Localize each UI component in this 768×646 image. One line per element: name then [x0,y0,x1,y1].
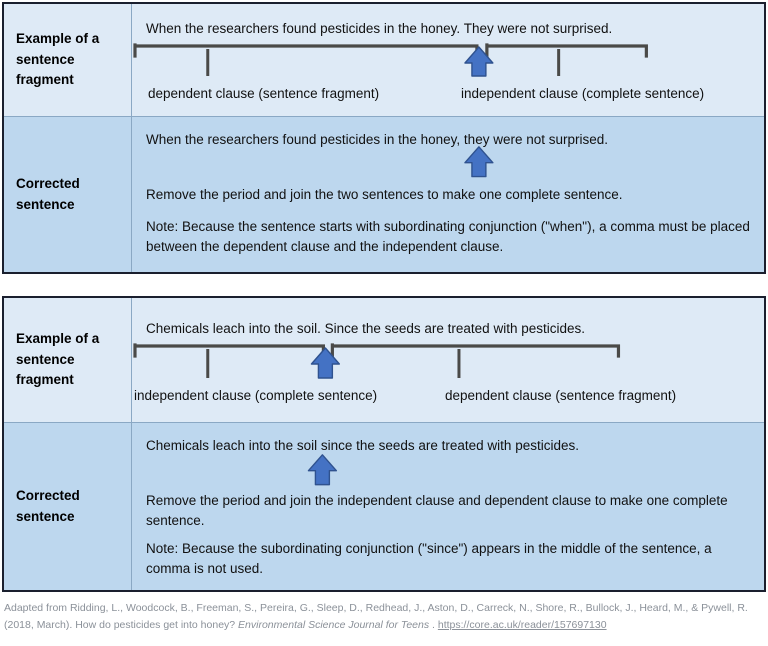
corrected-sentence-2: Chemicals leach into the soil since the … [146,438,579,453]
fragment-sentence-1: When the researchers found pesticides in… [146,21,613,36]
table-row-fragment-1: Example of a sentence fragment When the … [4,4,764,116]
clause-label-independent-1: independent clause (complete sentence) [461,86,705,101]
corrected-instruction-1: Remove the period and join the two sente… [146,187,623,202]
corrected-sentence-1: When the researchers found pesticides in… [146,132,609,147]
citation-authors: Adapted from Ridding, L., Woodcock, B., … [4,602,748,614]
row-label-fragment-1: Example of a sentence fragment [4,4,132,116]
fragment-example-table-1: Example of a sentence fragment When the … [2,2,766,274]
row-body-corrected-2: Chemicals leach into the soil since the … [132,423,764,590]
row-body-fragment-2: Chemicals leach into the soil. Since the… [132,298,764,422]
row-label-corrected-1: Corrected sentence [4,117,132,272]
corrected-note-2: Note: Because the subordinating conjunct… [146,541,712,577]
table-row-corrected-2: Corrected sentence Chemicals leach into … [4,422,764,590]
fragment-example-table-2: Example of a sentence fragment Chemicals… [2,296,766,592]
table-row-fragment-2: Example of a sentence fragment Chemicals… [4,298,764,422]
citation-link[interactable]: https://core.ac.uk/reader/157697130 [437,619,607,631]
row-label-corrected-2: Corrected sentence [4,423,132,590]
citation-footer: Adapted from Ridding, L., Woodcock, B., … [4,600,762,634]
clause-label-independent-2: independent clause (complete sentence) [134,388,378,403]
row-body-corrected-1: When the researchers found pesticides in… [132,117,764,272]
fragment-sentence-2: Chemicals leach into the soil. Since the… [146,321,585,336]
row-body-fragment-1: When the researchers found pesticides in… [132,4,764,116]
table-row-corrected-1: Corrected sentence When the researchers … [4,116,764,272]
citation-journal: Environmental Science Journal for Teens [238,619,430,631]
corrected-note-1: Note: Because the sentence starts with s… [146,219,750,255]
clause-label-dependent-2: dependent clause (sentence fragment) [445,388,677,403]
corrected-instruction-2: Remove the period and join the independe… [146,493,728,529]
citation-date-title: (2018, March). How do pesticides get int… [4,619,239,631]
clause-label-dependent-1: dependent clause (sentence fragment) [148,86,380,101]
row-label-fragment-2: Example of a sentence fragment [4,298,132,422]
citation-separator: . [429,619,438,631]
